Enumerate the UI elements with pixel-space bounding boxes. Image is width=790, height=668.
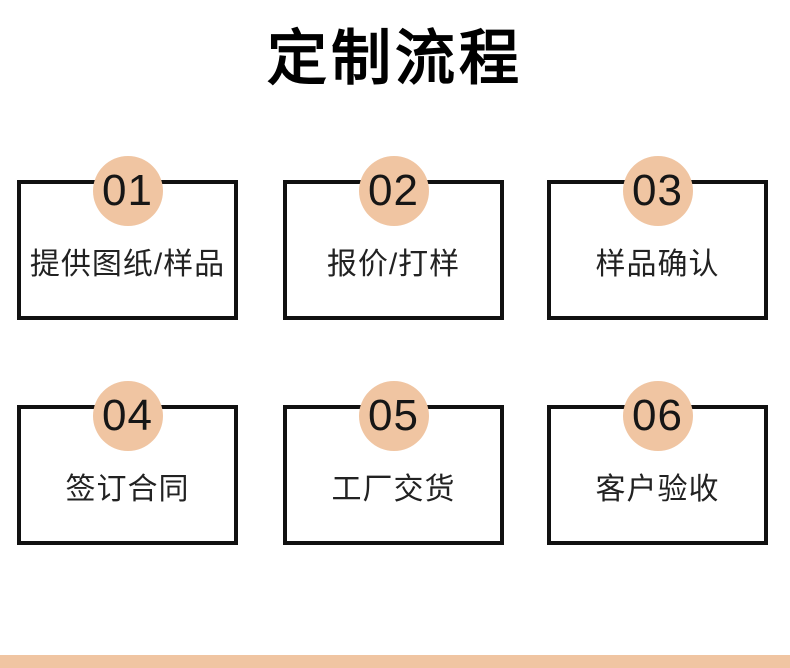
- step-label: 工厂交货: [331, 473, 456, 506]
- step-label: 客户验收: [595, 473, 720, 506]
- step-number: 05: [368, 391, 419, 440]
- process-step-2: 02 报价/打样: [283, 156, 504, 320]
- page-title: 定制流程: [267, 25, 523, 92]
- step-number: 02: [368, 166, 419, 215]
- process-step-4: 04 签订合同: [17, 381, 238, 545]
- step-number-badge: 03: [622, 156, 693, 226]
- step-number: 03: [632, 166, 683, 215]
- step-label: 提供图纸/样品: [29, 248, 226, 281]
- process-step-3: 03 样品确认: [547, 156, 768, 320]
- process-step-5: 05 工厂交货: [283, 381, 504, 545]
- step-number: 04: [102, 391, 153, 440]
- step-label: 签订合同: [65, 473, 190, 506]
- step-number-badge: 05: [358, 381, 429, 451]
- step-number: 06: [632, 391, 683, 440]
- process-step-6: 06 客户验收: [547, 381, 768, 545]
- process-step-1: 01 提供图纸/样品: [17, 156, 238, 320]
- step-number-badge: 06: [622, 381, 693, 451]
- step-number-badge: 04: [92, 381, 163, 451]
- step-number-badge: 02: [358, 156, 429, 226]
- step-label: 报价/打样: [326, 248, 461, 281]
- bottom-accent-bar: [0, 655, 790, 668]
- step-label: 样品确认: [595, 248, 720, 281]
- step-box: 样品确认: [547, 180, 768, 320]
- step-number-badge: 01: [92, 156, 163, 226]
- step-number: 01: [102, 166, 153, 215]
